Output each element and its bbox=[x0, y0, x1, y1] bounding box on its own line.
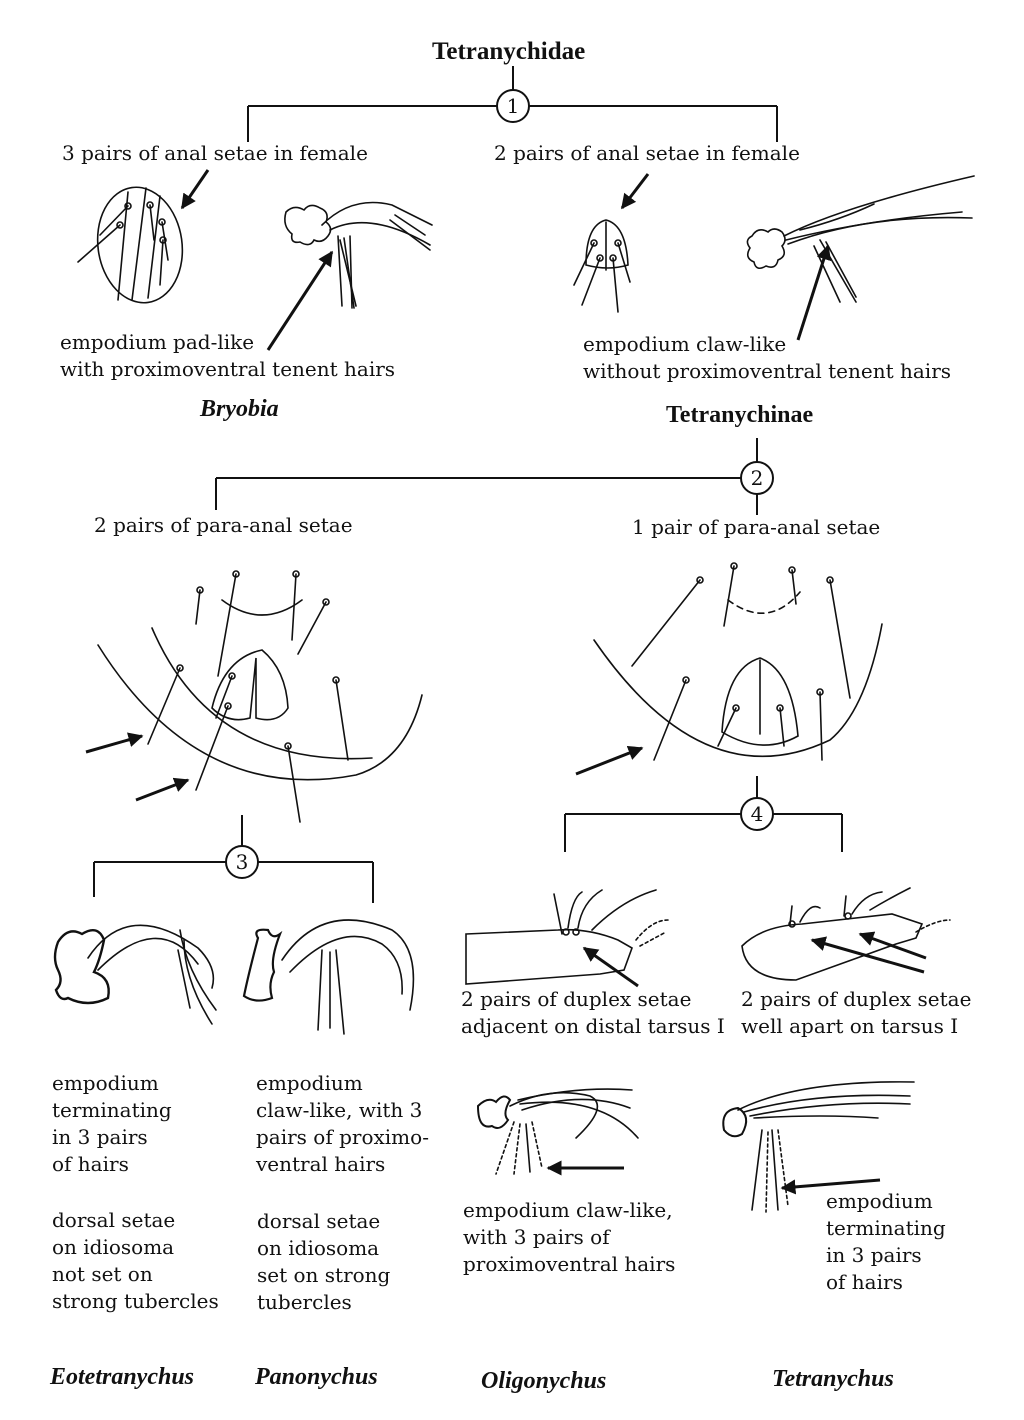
anal-3-pairs-label: 3 pairs of anal setae in female bbox=[62, 141, 368, 165]
one-para-anal-label: 1 pair of para-anal setae bbox=[632, 515, 881, 539]
taxon-oligonychus: Oligonychus bbox=[481, 1368, 607, 1394]
two-para-anal-label: 2 pairs of para-anal setae bbox=[94, 513, 353, 537]
claw-like-empodium-label: empodium claw-like without proximoventra… bbox=[583, 332, 952, 383]
arrow-anal-2-pairs bbox=[620, 173, 650, 210]
tetranychus-empodium-label: empodium terminating in 3 pairs of hairs bbox=[826, 1189, 946, 1294]
tetranychinae-empodium-drawing bbox=[746, 175, 975, 303]
node-4-label: 4 bbox=[751, 802, 764, 826]
duplex-adjacent-label: 2 pairs of duplex setae adjacent on dist… bbox=[461, 987, 725, 1038]
anal-2-pairs-label: 2 pairs of anal setae in female bbox=[494, 141, 800, 165]
node-4-circle bbox=[740, 797, 774, 831]
couplet-4-bracket bbox=[564, 776, 843, 852]
node-1-circle bbox=[496, 89, 530, 123]
arrow-para-anal-lower bbox=[135, 777, 190, 802]
arrow-para-anal-single bbox=[575, 745, 644, 776]
node-3-label: 3 bbox=[236, 850, 249, 874]
taxon-panonychus: Panonychus bbox=[255, 1364, 378, 1390]
arrow-duplex-apart-2 bbox=[858, 931, 927, 960]
couplet-3-bracket bbox=[93, 815, 374, 903]
bryobia-empodium-drawing bbox=[284, 201, 433, 309]
eotetranychus-empodium-drawing bbox=[53, 924, 217, 1025]
arrow-claw-like-empodium bbox=[796, 244, 832, 341]
duplex-apart-label: 2 pairs of duplex setae well apart on ta… bbox=[741, 987, 972, 1038]
bryobia-anal-drawing bbox=[77, 186, 184, 304]
node-3-circle bbox=[225, 845, 259, 879]
arrow-duplex-apart-1 bbox=[810, 936, 925, 974]
taxon-bryobia: Bryobia bbox=[200, 396, 279, 422]
panonychus-empodium-label: empodium claw-like, with 3 pairs of prox… bbox=[256, 1071, 429, 1176]
eotetranychus-empodium-label: empodium terminating in 3 pairs of hairs bbox=[52, 1071, 172, 1176]
arrow-anal-3-pairs bbox=[180, 169, 210, 210]
two-para-anal-setae-drawing bbox=[97, 570, 423, 823]
tetranychus-empodium-drawing bbox=[722, 1081, 915, 1213]
one-para-anal-setae-drawing bbox=[593, 562, 883, 761]
panonychus-empodium-drawing bbox=[242, 919, 415, 1035]
arrow-para-anal-upper bbox=[85, 732, 144, 754]
arrow-pad-like-empodium bbox=[266, 250, 334, 351]
tetranychus-tarsus-drawing bbox=[741, 887, 951, 981]
oligonychus-empodium-label: empodium claw-like, with 3 pairs of prox… bbox=[463, 1198, 676, 1276]
arrow-duplex-adjacent bbox=[582, 946, 639, 988]
taxon-eotetranychus: Eotetranychus bbox=[50, 1364, 195, 1390]
oligonychus-empodium-drawing bbox=[476, 1088, 639, 1175]
pad-like-empodium-label: empodium pad-like with proximoventral te… bbox=[60, 330, 396, 381]
node-1-label: 1 bbox=[507, 94, 520, 118]
arrow-tetranychus-empodium bbox=[780, 1178, 881, 1195]
node-2-label: 2 bbox=[751, 466, 764, 490]
eotetranychus-dorsal-label: dorsal setae on idiosoma not set on stro… bbox=[52, 1208, 219, 1313]
node-2-circle bbox=[740, 461, 774, 495]
oligonychus-tarsus-drawing bbox=[465, 889, 669, 985]
taxon-tetranychus: Tetranychus bbox=[772, 1366, 894, 1392]
tetranychinae-anal-drawing bbox=[573, 219, 631, 313]
couplet-2-bracket bbox=[215, 438, 774, 515]
couplet-1-bracket bbox=[247, 66, 778, 142]
family-title: Tetranychidae bbox=[432, 38, 586, 65]
taxon-tetranychinae: Tetranychinae bbox=[666, 402, 814, 428]
panonychus-dorsal-label: dorsal setae on idiosoma set on strong t… bbox=[257, 1209, 391, 1314]
